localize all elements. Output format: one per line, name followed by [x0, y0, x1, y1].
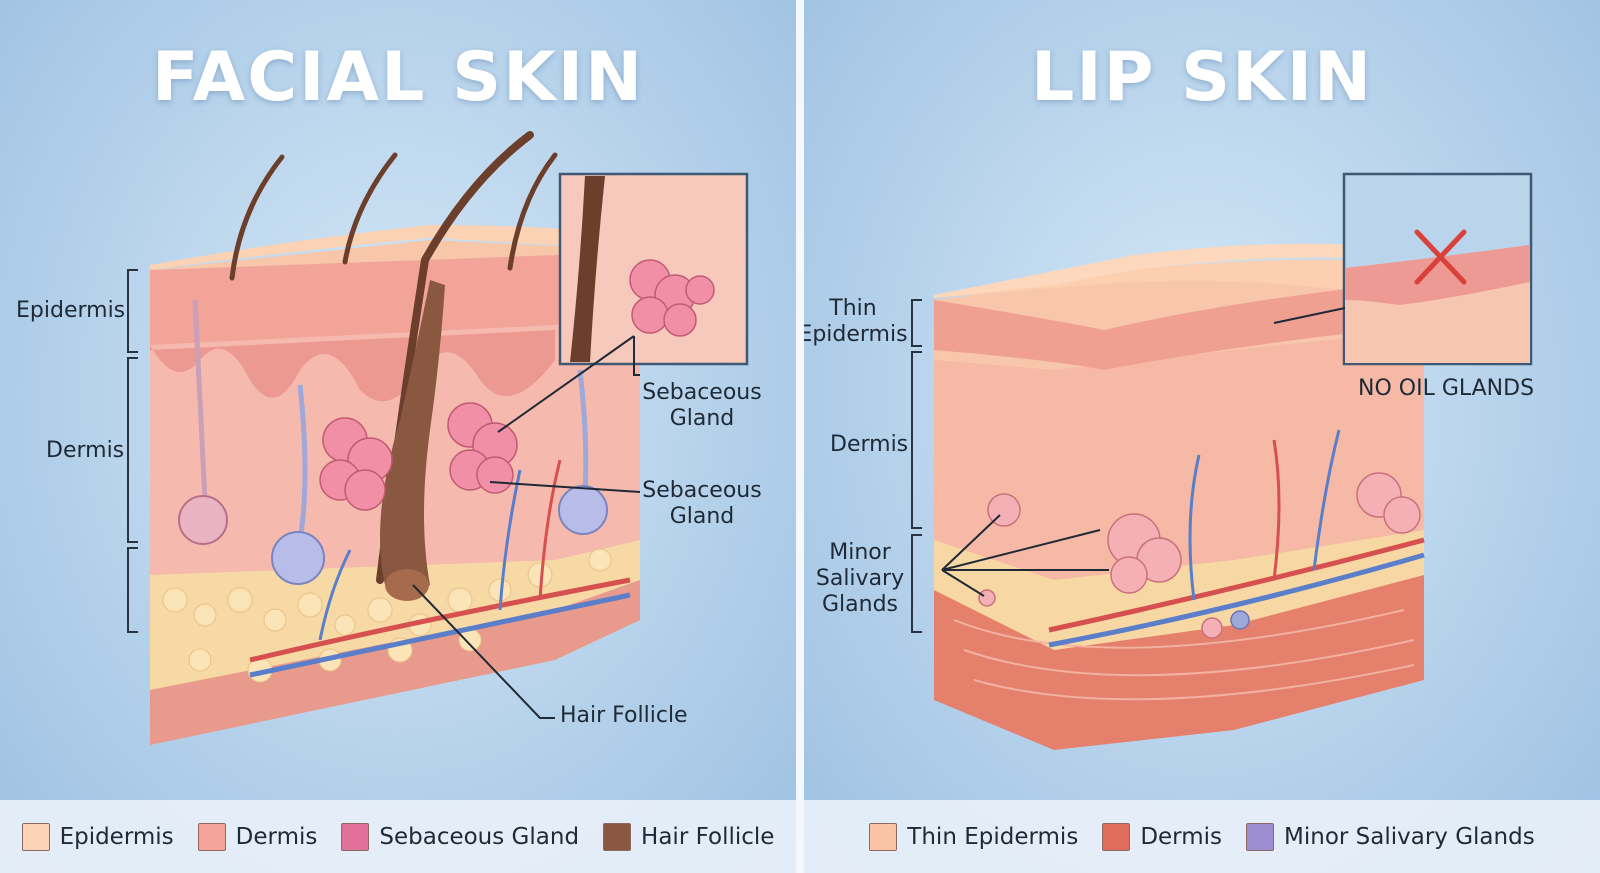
legend-item-hair-follicle: Hair Follicle	[603, 822, 774, 851]
swatch-dermis	[197, 822, 226, 851]
facial-skin-illustration	[127, 131, 749, 745]
lip-blood-vessels	[1048, 429, 1425, 648]
label-sebaceous-gland-1: Sebaceous Gland	[642, 380, 762, 431]
leader-lines	[412, 335, 641, 719]
legend-item-minor-salivary-glands: Minor Salivary Glands	[1246, 822, 1535, 851]
label-lip-dermis: Dermis	[830, 432, 909, 457]
legend-item-lip-dermis: Dermis	[1102, 822, 1222, 851]
swatch-thin-epidermis	[869, 822, 898, 851]
close-icon	[1414, 229, 1467, 285]
label-epidermis: Epidermis	[16, 298, 126, 323]
label-minor-salivary-glands: Minor Salivary Glands	[815, 540, 905, 617]
facial-skin-panel: FACIAL SKIN	[0, 0, 796, 873]
legend-item-epidermis: Epidermis	[21, 822, 174, 851]
no-oil-glands-inset	[1342, 172, 1533, 366]
swatch-hair-follicle	[603, 822, 632, 851]
sebaceous-inset	[558, 172, 749, 366]
sweat-glands	[178, 299, 608, 585]
legend-item-thin-epidermis: Thin Epidermis	[869, 822, 1078, 851]
lip-layer-brackets	[911, 299, 922, 633]
hair-strands	[229, 152, 558, 281]
swatch-minor-salivary-glands	[1246, 822, 1275, 851]
lip-leader-lines	[941, 307, 1346, 597]
minor-salivary-glands	[978, 472, 1421, 639]
label-hair-follicle: Hair Follicle	[560, 703, 688, 728]
facial-skin-title: FACIAL SKIN	[152, 38, 644, 117]
layer-brackets	[127, 269, 138, 633]
label-sebaceous-gland-2: Sebaceous Gland	[642, 478, 762, 529]
skin-top-surface	[150, 240, 640, 270]
facial-skin-legend: Epidermis Dermis Sebaceous Gland Hair Fo…	[0, 800, 796, 873]
lip-block-front	[934, 270, 1424, 750]
lip-skin-title: LIP SKIN	[1030, 38, 1374, 117]
label-dermis: Dermis	[46, 438, 125, 463]
swatch-sebaceous-gland	[341, 822, 370, 851]
sebaceous-glands	[319, 402, 518, 511]
lip-top-surface	[934, 259, 1424, 300]
swatch-epidermis	[21, 822, 50, 851]
label-thin-epidermis: Thin Epidermis	[804, 296, 908, 347]
panel-divider	[796, 0, 804, 873]
swatch-lip-dermis	[1102, 822, 1131, 851]
blood-vessels	[249, 459, 631, 678]
hair-follicle	[376, 131, 534, 601]
lip-skin-legend: Thin Epidermis Dermis Minor Salivary Gla…	[804, 800, 1600, 873]
lip-skin-panel: LIP SKIN	[804, 0, 1600, 873]
label-no-oil-glands: NO OIL GLANDS	[1358, 376, 1535, 401]
lip-skin-illustration	[911, 172, 1533, 750]
legend-item-dermis: Dermis	[197, 822, 317, 851]
legend-item-sebaceous-gland: Sebaceous Gland	[341, 822, 579, 851]
